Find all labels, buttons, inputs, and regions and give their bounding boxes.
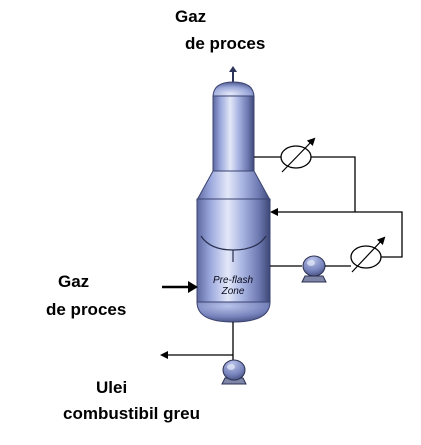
feed-gas-label-line1: Gaz	[58, 272, 90, 291]
top-gas-label-line2: de proces	[185, 34, 266, 53]
top-gas-label-line1: Gaz	[175, 7, 207, 26]
lower-heat-exchanger-icon	[350, 236, 386, 273]
zone-label-line1: Pre-flash	[212, 275, 253, 286]
distillation-vessel	[196, 81, 271, 323]
bottom-product-label-line2: combustibil greu	[63, 404, 200, 423]
top-outlet-nozzle	[229, 66, 237, 84]
bottom-product-label-line1: Ulei	[96, 378, 128, 397]
feed-gas-label-line2: de proces	[46, 300, 127, 319]
pumparound-return-line	[270, 208, 403, 258]
feed-arrow-icon	[162, 281, 198, 293]
bottom-pump-icon	[221, 359, 247, 385]
side-pump-icon	[301, 255, 327, 283]
upper-heat-exchanger-icon	[280, 137, 316, 173]
zone-label-line2: Zone	[221, 286, 245, 297]
